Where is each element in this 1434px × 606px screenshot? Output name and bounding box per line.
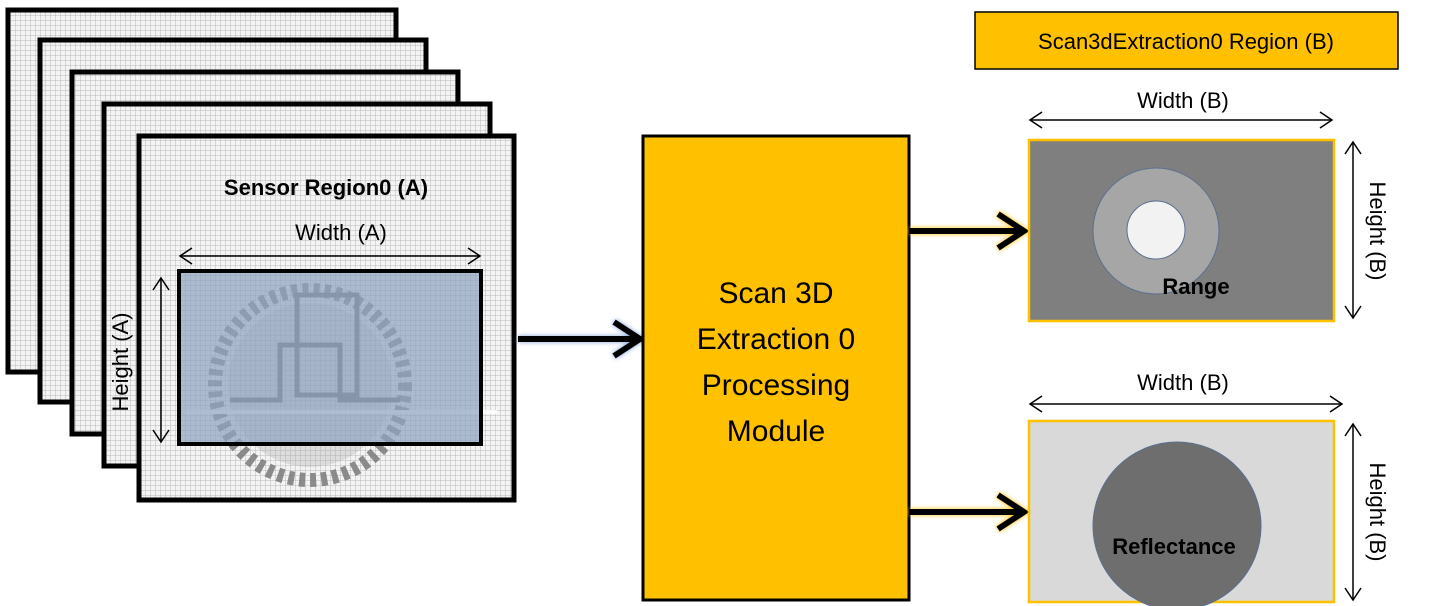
reflectance-width-label: Width (B) [1137,370,1229,395]
range-label: Range [1162,274,1229,299]
reflectance-label: Reflectance [1112,534,1236,559]
arrow-sensor-to-module [518,319,646,359]
range-width-label: Width (B) [1137,88,1229,113]
arrow-module-to-range [909,211,1030,251]
module-line-1: Scan 3D [718,277,833,310]
arrow-module-to-reflectance [909,492,1030,532]
reflectance-width-dimension: Width (B) [1028,370,1344,413]
processing-module-label: Scan 3D Extraction 0 Processing Module [697,277,855,448]
sensor-width-dimension: Width (A) [178,220,482,265]
sensor-roi [177,269,483,446]
range-center [1126,200,1186,260]
sensor-height-dimension: Height (A) [108,276,170,444]
sensor-width-label: Width (A) [295,220,387,245]
reflectance-disc [1092,441,1262,606]
range-height-label: Height (B) [1365,181,1390,280]
region-b-box [974,11,1399,70]
module-line-2: Extraction 0 [697,323,855,356]
range-width-dimension: Width (B) [1028,88,1334,129]
reflectance-height-label: Height (B) [1365,462,1390,561]
sensor-title: Sensor Region0 (A) [224,175,428,200]
sensor-height-label: Height (A) [108,312,133,411]
reflectance-height-dimension: Height (B) [1344,422,1390,602]
module-line-3: Processing [702,369,850,402]
region-b-label: Scan3dExtraction0 Region (B) [1038,29,1334,54]
module-line-4: Module [727,415,825,448]
range-height-dimension: Height (B) [1344,140,1390,320]
processing-module [641,134,911,602]
sensor-frame-stack [5,7,517,503]
